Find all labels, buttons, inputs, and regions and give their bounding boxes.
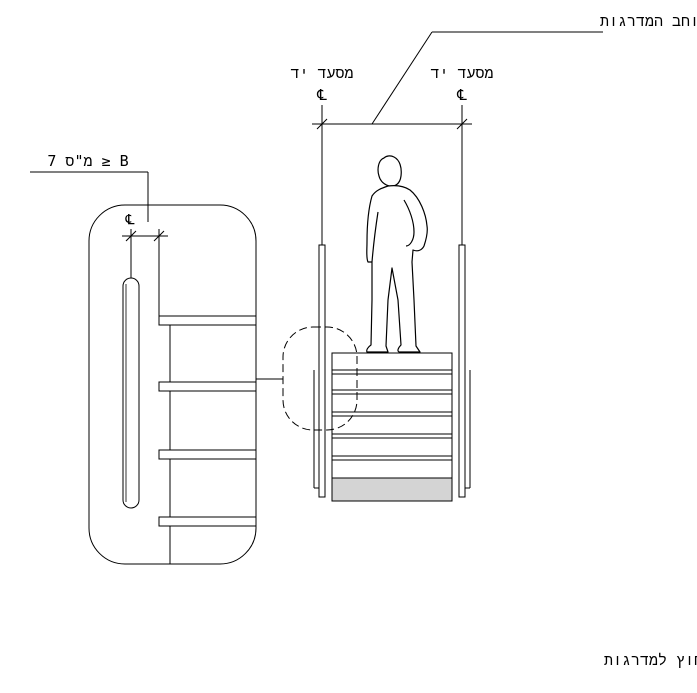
handrail-post-left xyxy=(318,244,326,498)
stair-width-leader xyxy=(371,31,603,125)
bottom-tread xyxy=(331,477,453,502)
person-figure xyxy=(366,155,428,353)
projection-limit-label: מ"ס 7 ≥ B xyxy=(47,152,128,170)
detail-treads xyxy=(158,315,257,527)
projection-leader xyxy=(30,171,149,222)
handrail-label-left: מסעד יד xyxy=(290,64,353,82)
handrail-label-right: מסעד יד xyxy=(430,64,493,82)
detail-dimension xyxy=(122,229,168,316)
stair-width-label: רוחב המדרגות xyxy=(600,12,697,30)
handrail-dimension xyxy=(312,105,472,245)
caption: B – בליטת המסעד מחוץ למדרגות xyxy=(604,651,697,669)
handrail-tube xyxy=(122,277,140,509)
detail-centerline-symbol: ℄ xyxy=(125,212,135,228)
stair-block xyxy=(331,352,453,502)
tread-lines xyxy=(332,369,452,461)
handrail-post-right xyxy=(458,244,466,498)
stair-front-view xyxy=(256,244,471,502)
centerline-symbol-right: ℄ xyxy=(456,86,467,104)
centerline-symbol-left: ℄ xyxy=(316,86,327,104)
